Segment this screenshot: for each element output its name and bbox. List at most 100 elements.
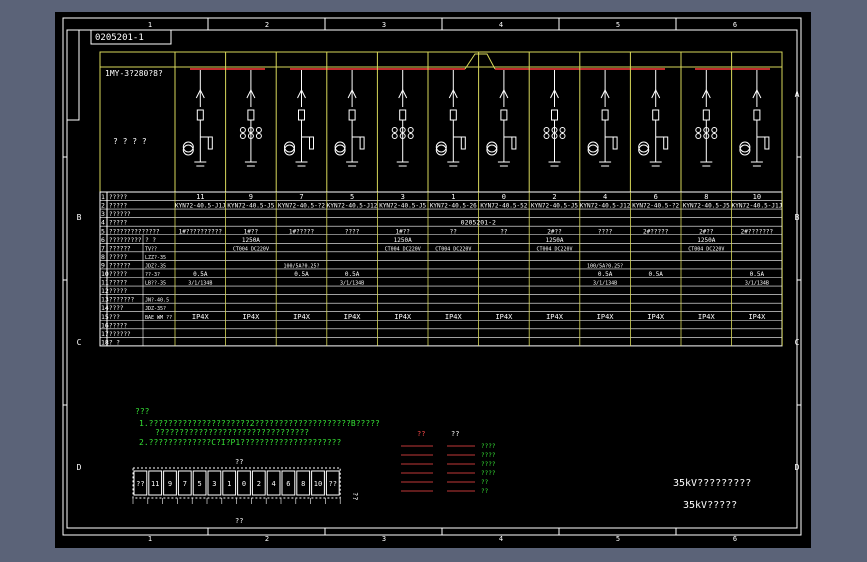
row-marker-left: C (77, 338, 82, 347)
table-row-number: 1 (101, 193, 105, 201)
notes-line-3: 2.?????????????C?I?P1???????????????????… (139, 438, 341, 447)
strip-right-label: ?? (351, 492, 359, 500)
cabinet-model: KYN72-40.5-52 (480, 203, 527, 210)
table-row-sublabel: LB??-35 (145, 281, 166, 287)
legend-item: ?? (481, 479, 489, 486)
table-row-number: 18 (101, 338, 109, 346)
cabinet-strip-cell: 0 (242, 480, 246, 488)
column-marker-top: 4 (499, 21, 503, 29)
cabinet-schematic (486, 70, 517, 167)
drawing-number: 0205201-1 (95, 33, 144, 43)
cabinet-schematic (543, 70, 566, 167)
cabinet-name: 2#?? (699, 228, 714, 235)
table-row-label: ?????????????? (109, 228, 160, 235)
table-row-number: 7 (101, 244, 105, 252)
table-row-label: ????????? ? ? (109, 237, 156, 244)
table-row-sublabel: JDZ?-35 (145, 263, 166, 269)
table-row-number: 17 (101, 330, 109, 338)
table-row-sublabel: JDZ-35? (145, 306, 166, 312)
table-row-label: ? ? (109, 339, 120, 346)
cabinet-number: 8 (704, 193, 708, 201)
table-row-number: 6 (101, 236, 105, 244)
table-row-label: ??????? (109, 297, 135, 304)
cabinet-schematic (638, 70, 669, 167)
table-row-number: 16 (101, 321, 109, 329)
table-row-sublabel: LZZ?-35 (145, 255, 166, 261)
cabinet-number: 1 (451, 193, 455, 201)
cabinet-name: 2#??????? (741, 228, 774, 235)
cabinet-schematic (334, 70, 365, 167)
fuse-rating: 0.5A (294, 271, 309, 278)
rated-current: 1250A (545, 237, 563, 244)
row-marker-right: A (795, 90, 800, 99)
fuse-rating: 0.5A (648, 271, 663, 278)
cabinet-name: ???? (345, 228, 360, 235)
cabinet-model: KYN72-40.5-J12 (327, 203, 378, 210)
table-row-label: ???? (109, 305, 124, 312)
ip-rating: IP4X (445, 313, 463, 321)
cabinet-strip-cell: 1 (227, 480, 231, 488)
cabinet-number: 6 (654, 193, 658, 201)
notes-line-1: 1.?????????????????????2????????????????… (139, 419, 380, 428)
legend-left-header: ?? (417, 430, 425, 438)
cabinet-schematic (739, 70, 770, 167)
cabinet-schematic (587, 70, 618, 167)
cabinet-strip-cell: 3 (212, 480, 216, 488)
ip-rating: IP4X (394, 313, 412, 321)
strip-top-label: ?? (235, 458, 243, 466)
rated-current: 1250A (394, 237, 412, 244)
table-row-number: 2 (101, 202, 105, 210)
cabinet-number: 11 (196, 193, 204, 201)
cabinet-model: KYN72-40.5-?2 (632, 203, 679, 210)
table-row-number: 3 (101, 210, 105, 218)
cabinet-number: 2 (552, 193, 556, 201)
cabinet-name: 1#????? (289, 228, 315, 235)
fuse-rating: 0.5A (193, 271, 208, 278)
row-marker-left: D (77, 463, 82, 472)
ip-rating: IP4X (748, 313, 766, 321)
table-row-number: 12 (101, 287, 109, 295)
ip-rating: IP4X (597, 313, 615, 321)
cabinet-model: KYN72-40.5-26 (430, 203, 477, 210)
cabinet-model: KYN72-40.5-J5 (683, 203, 730, 210)
cabinet-strip-cell: 9 (168, 480, 172, 488)
cabinet-strip-cell: 11 (151, 480, 159, 488)
table-row-label: ????? (109, 288, 127, 295)
cabinet-model: KYN72-40.5-J5 (379, 203, 426, 210)
table-row-number: 5 (101, 227, 105, 235)
ratio-value-2: 3/1/134B (593, 281, 617, 287)
row-marker-right: B (795, 213, 800, 222)
row4-value: 0205201-2 (461, 219, 496, 227)
ct-value: CT004 DC220V (233, 246, 269, 252)
row-marker-right: C (795, 338, 800, 347)
cabinet-name: 2#????? (643, 228, 669, 235)
column-marker-bottom: 2 (265, 535, 269, 543)
row-marker-right: D (795, 463, 800, 472)
cabinet-strip-cell: 7 (183, 480, 187, 488)
table-row-number: 8 (101, 253, 105, 261)
ip-rating: IP4X (192, 313, 210, 321)
notes-line-2: ???????????????????????????????? (155, 428, 309, 437)
column-marker-bottom: 1 (148, 535, 152, 543)
table-row-number: 13 (101, 296, 109, 304)
table-row-label: ????? (109, 203, 127, 210)
table-row-label: ????? (109, 280, 127, 287)
column-marker-top: 3 (382, 21, 386, 29)
ratio-value-2: 3/1/134B (188, 281, 212, 287)
fuse-rating: 0.5A (598, 271, 613, 278)
cabinet-strip-cell: ?? (329, 480, 337, 488)
title-line-2: 35kV????? (683, 500, 737, 511)
table-row-label: ????? (109, 194, 127, 201)
ct-value: CT004 DC220V (688, 246, 724, 252)
header-marks: ? ? ? ? (113, 137, 147, 146)
legend-right-header: ?? (451, 430, 459, 438)
table-row-number: 10 (101, 270, 109, 278)
cabinet-strip-cell: 5 (197, 480, 201, 488)
table-row-number: 4 (101, 219, 105, 227)
ip-rating: IP4X (293, 313, 311, 321)
cabinet-number: 5 (350, 193, 354, 201)
table-row-label: ????? (109, 322, 127, 329)
table-row-number: 14 (101, 304, 109, 312)
